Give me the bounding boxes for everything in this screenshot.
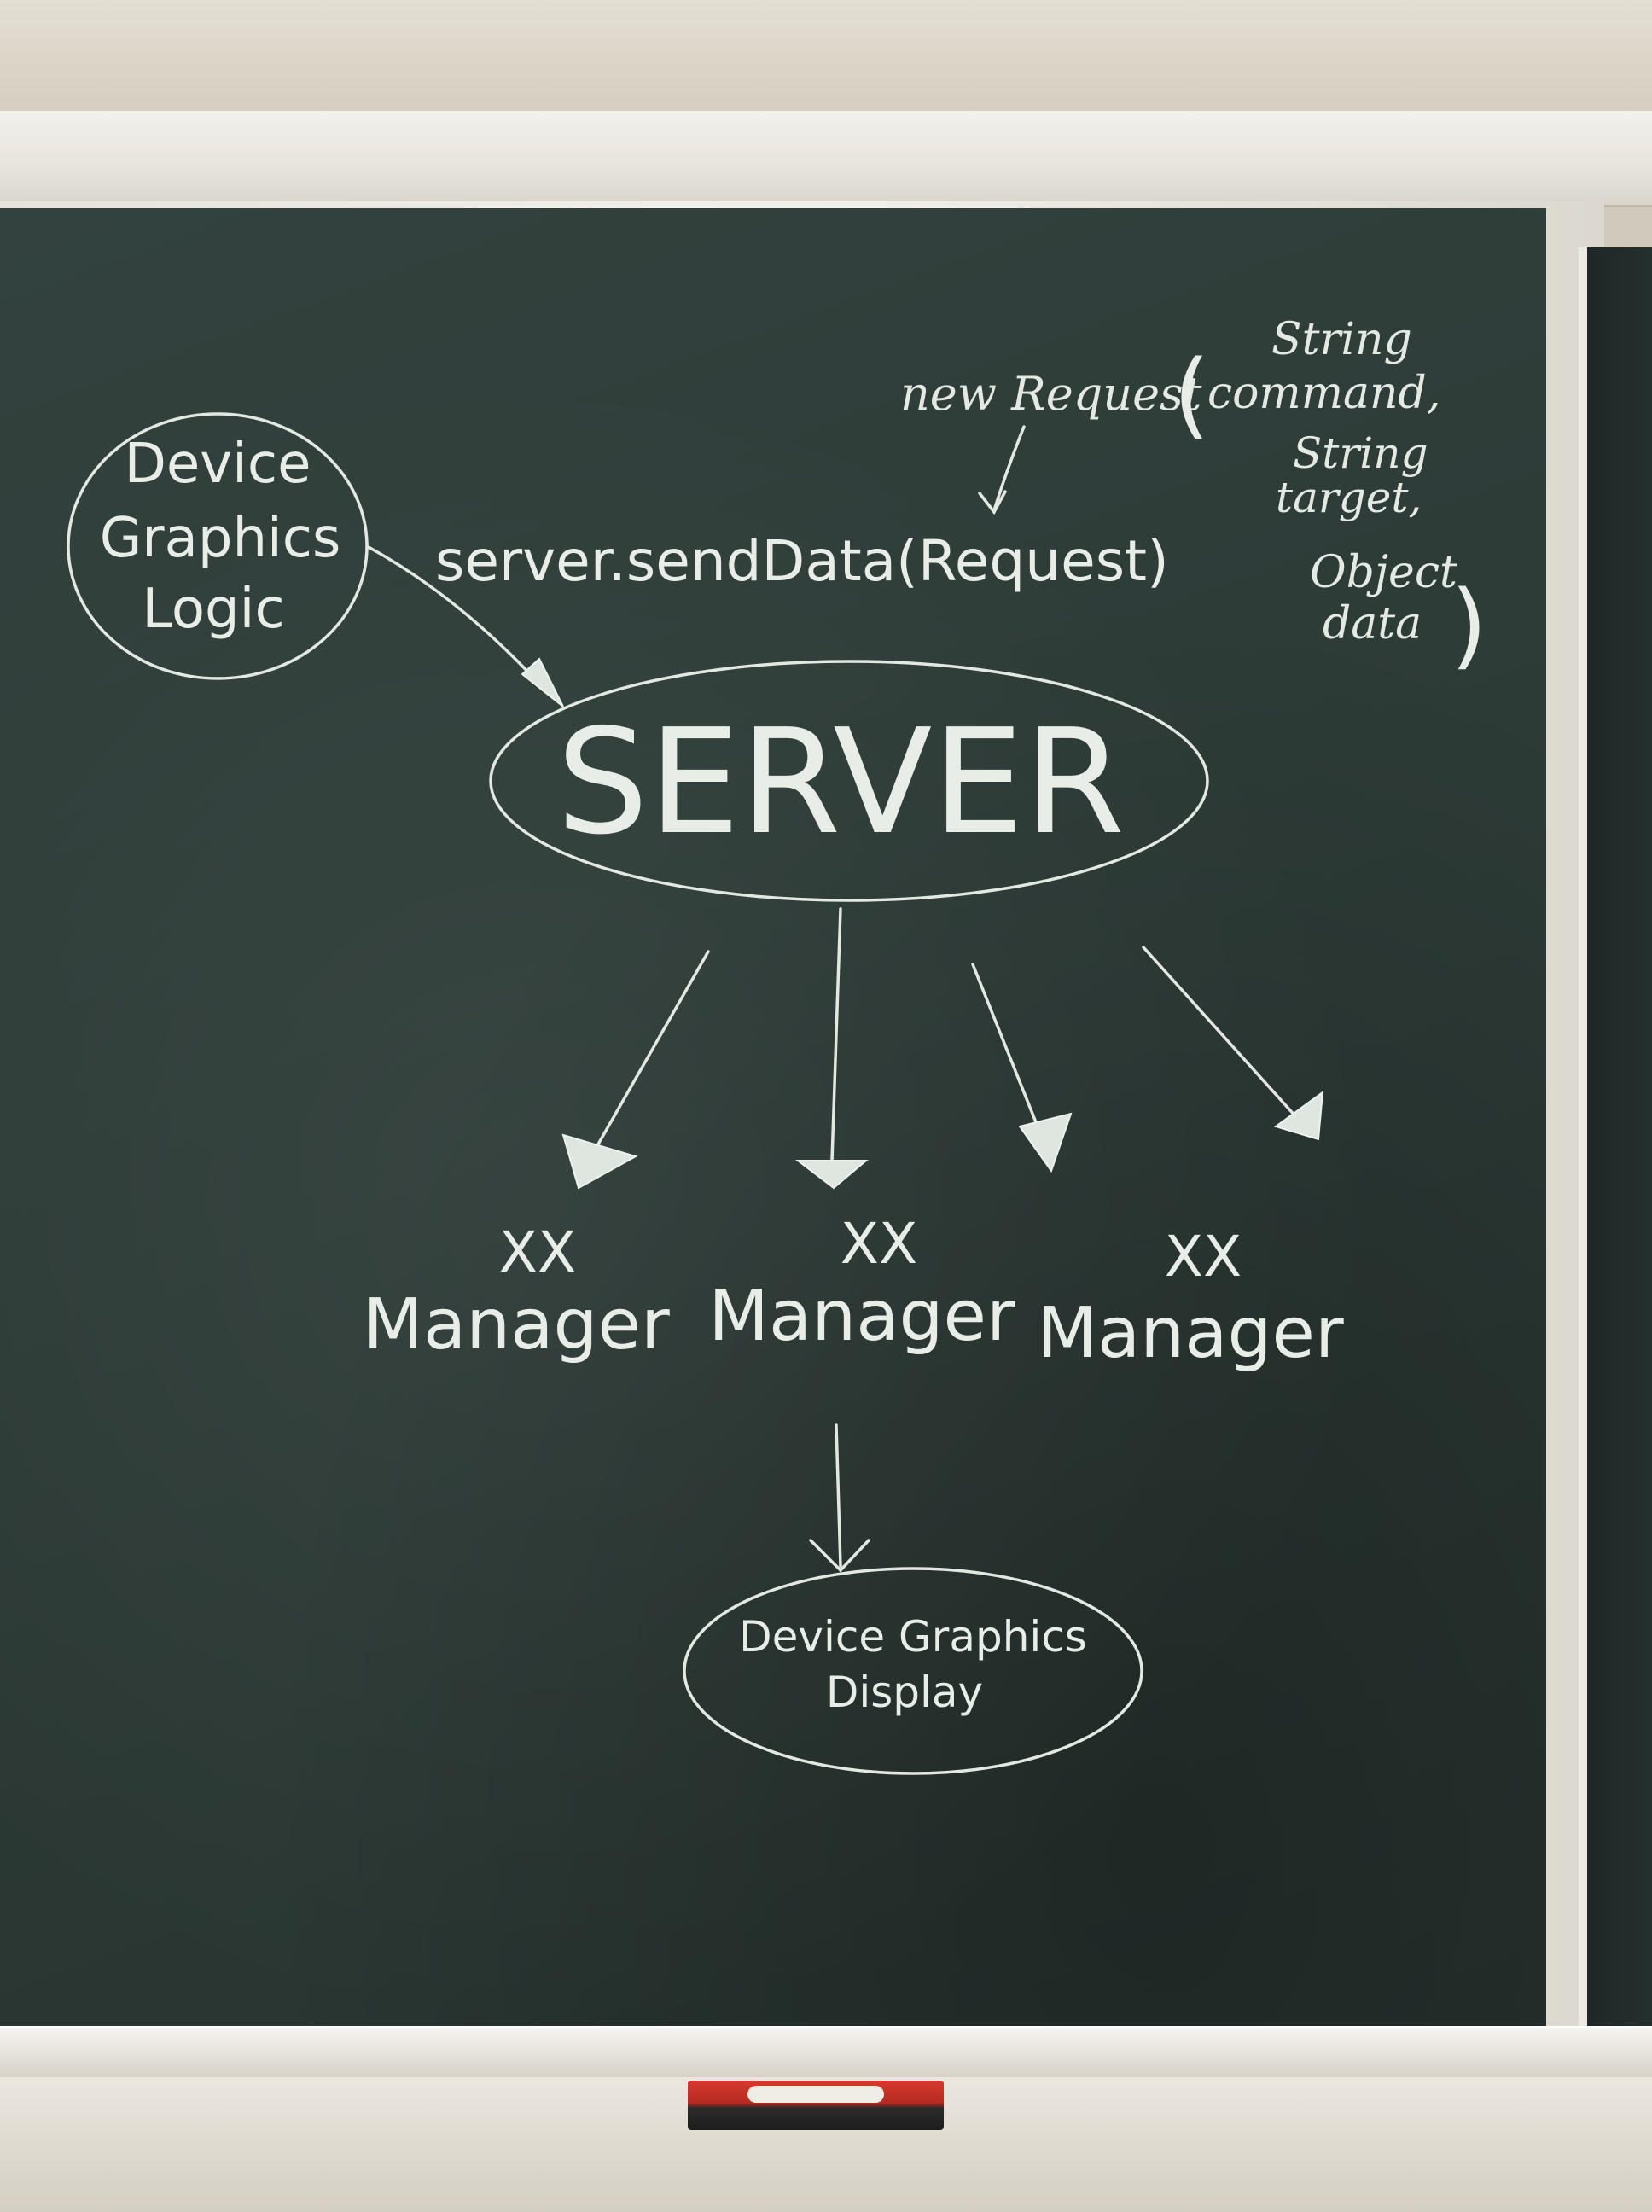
arrow-manager-to-display — [809, 1423, 870, 1573]
arrow-line — [1142, 946, 1299, 1120]
logic-line-3: Logic — [142, 578, 284, 641]
param-target: target, — [1276, 473, 1422, 522]
display-line-2: Display — [826, 1668, 983, 1717]
arrow-logic-to-server — [365, 544, 564, 707]
new-request-label: new Request — [900, 367, 1202, 421]
params-open-paren: ( — [1173, 340, 1210, 449]
server-label: SERVER — [556, 698, 1125, 867]
display-line-1: Device Graphics — [739, 1612, 1087, 1662]
logic-line-2: Graphics — [100, 507, 341, 570]
arrow-head — [809, 1539, 870, 1573]
arrow-head — [1273, 1090, 1324, 1141]
arrow-new-request — [978, 425, 1026, 515]
arrow-head — [795, 1160, 869, 1190]
param-string-2: String — [1293, 428, 1428, 478]
logic-line-1: Device — [125, 433, 311, 496]
node-manager-2: XX Manager — [708, 1211, 1015, 1357]
params-close-paren: ) — [1451, 570, 1487, 679]
param-command: command, — [1207, 368, 1440, 419]
arrow-server-to-manager-2 — [795, 907, 869, 1190]
chalk-tray — [0, 2026, 1652, 2079]
node-manager-1: XX Manager — [363, 1220, 670, 1365]
node-device-graphics-logic: Device Graphics Logic — [67, 412, 369, 680]
arrow-head — [521, 657, 564, 707]
arrow-line — [587, 950, 710, 1162]
manager-label: Manager — [708, 1276, 1015, 1357]
param-data: data — [1323, 598, 1422, 649]
arrow-head — [1018, 1112, 1073, 1173]
adjacent-board — [1579, 247, 1652, 2065]
arrow-server-to-manager-3 — [971, 963, 1073, 1173]
node-manager-3: XX Manager — [1037, 1224, 1344, 1374]
eraser-label — [747, 2086, 884, 2103]
param-object: Object — [1310, 547, 1457, 598]
param-string-1: String — [1271, 314, 1412, 365]
manager-prefix: XX — [841, 1211, 917, 1277]
top-trim — [0, 111, 1652, 207]
arrow-server-to-data-manager-4 — [1142, 946, 1324, 1141]
node-server: SERVER — [489, 660, 1209, 902]
eraser[interactable] — [688, 2081, 944, 2130]
manager-label: Manager — [1037, 1293, 1344, 1374]
arrow-line — [830, 907, 842, 1162]
request-params: String command, String target, Object da… — [1207, 314, 1487, 679]
manager-prefix: XX — [1165, 1224, 1242, 1289]
arrow-line — [971, 963, 1043, 1137]
arrow-line — [835, 1423, 842, 1568]
node-device-graphics-display: Device Graphics Display — [683, 1567, 1143, 1775]
display-ellipse — [683, 1567, 1143, 1775]
arrow-line — [992, 425, 1026, 512]
send-data-call: server.sendData(Request) — [435, 528, 1169, 594]
manager-prefix: XX — [499, 1220, 576, 1285]
arrow-server-to-manager-1 — [561, 950, 710, 1190]
arrow-head — [561, 1133, 638, 1190]
manager-label: Manager — [363, 1284, 670, 1365]
server-ellipse — [489, 660, 1209, 902]
arrow-head — [978, 490, 1007, 515]
arrow-line — [365, 544, 548, 693]
